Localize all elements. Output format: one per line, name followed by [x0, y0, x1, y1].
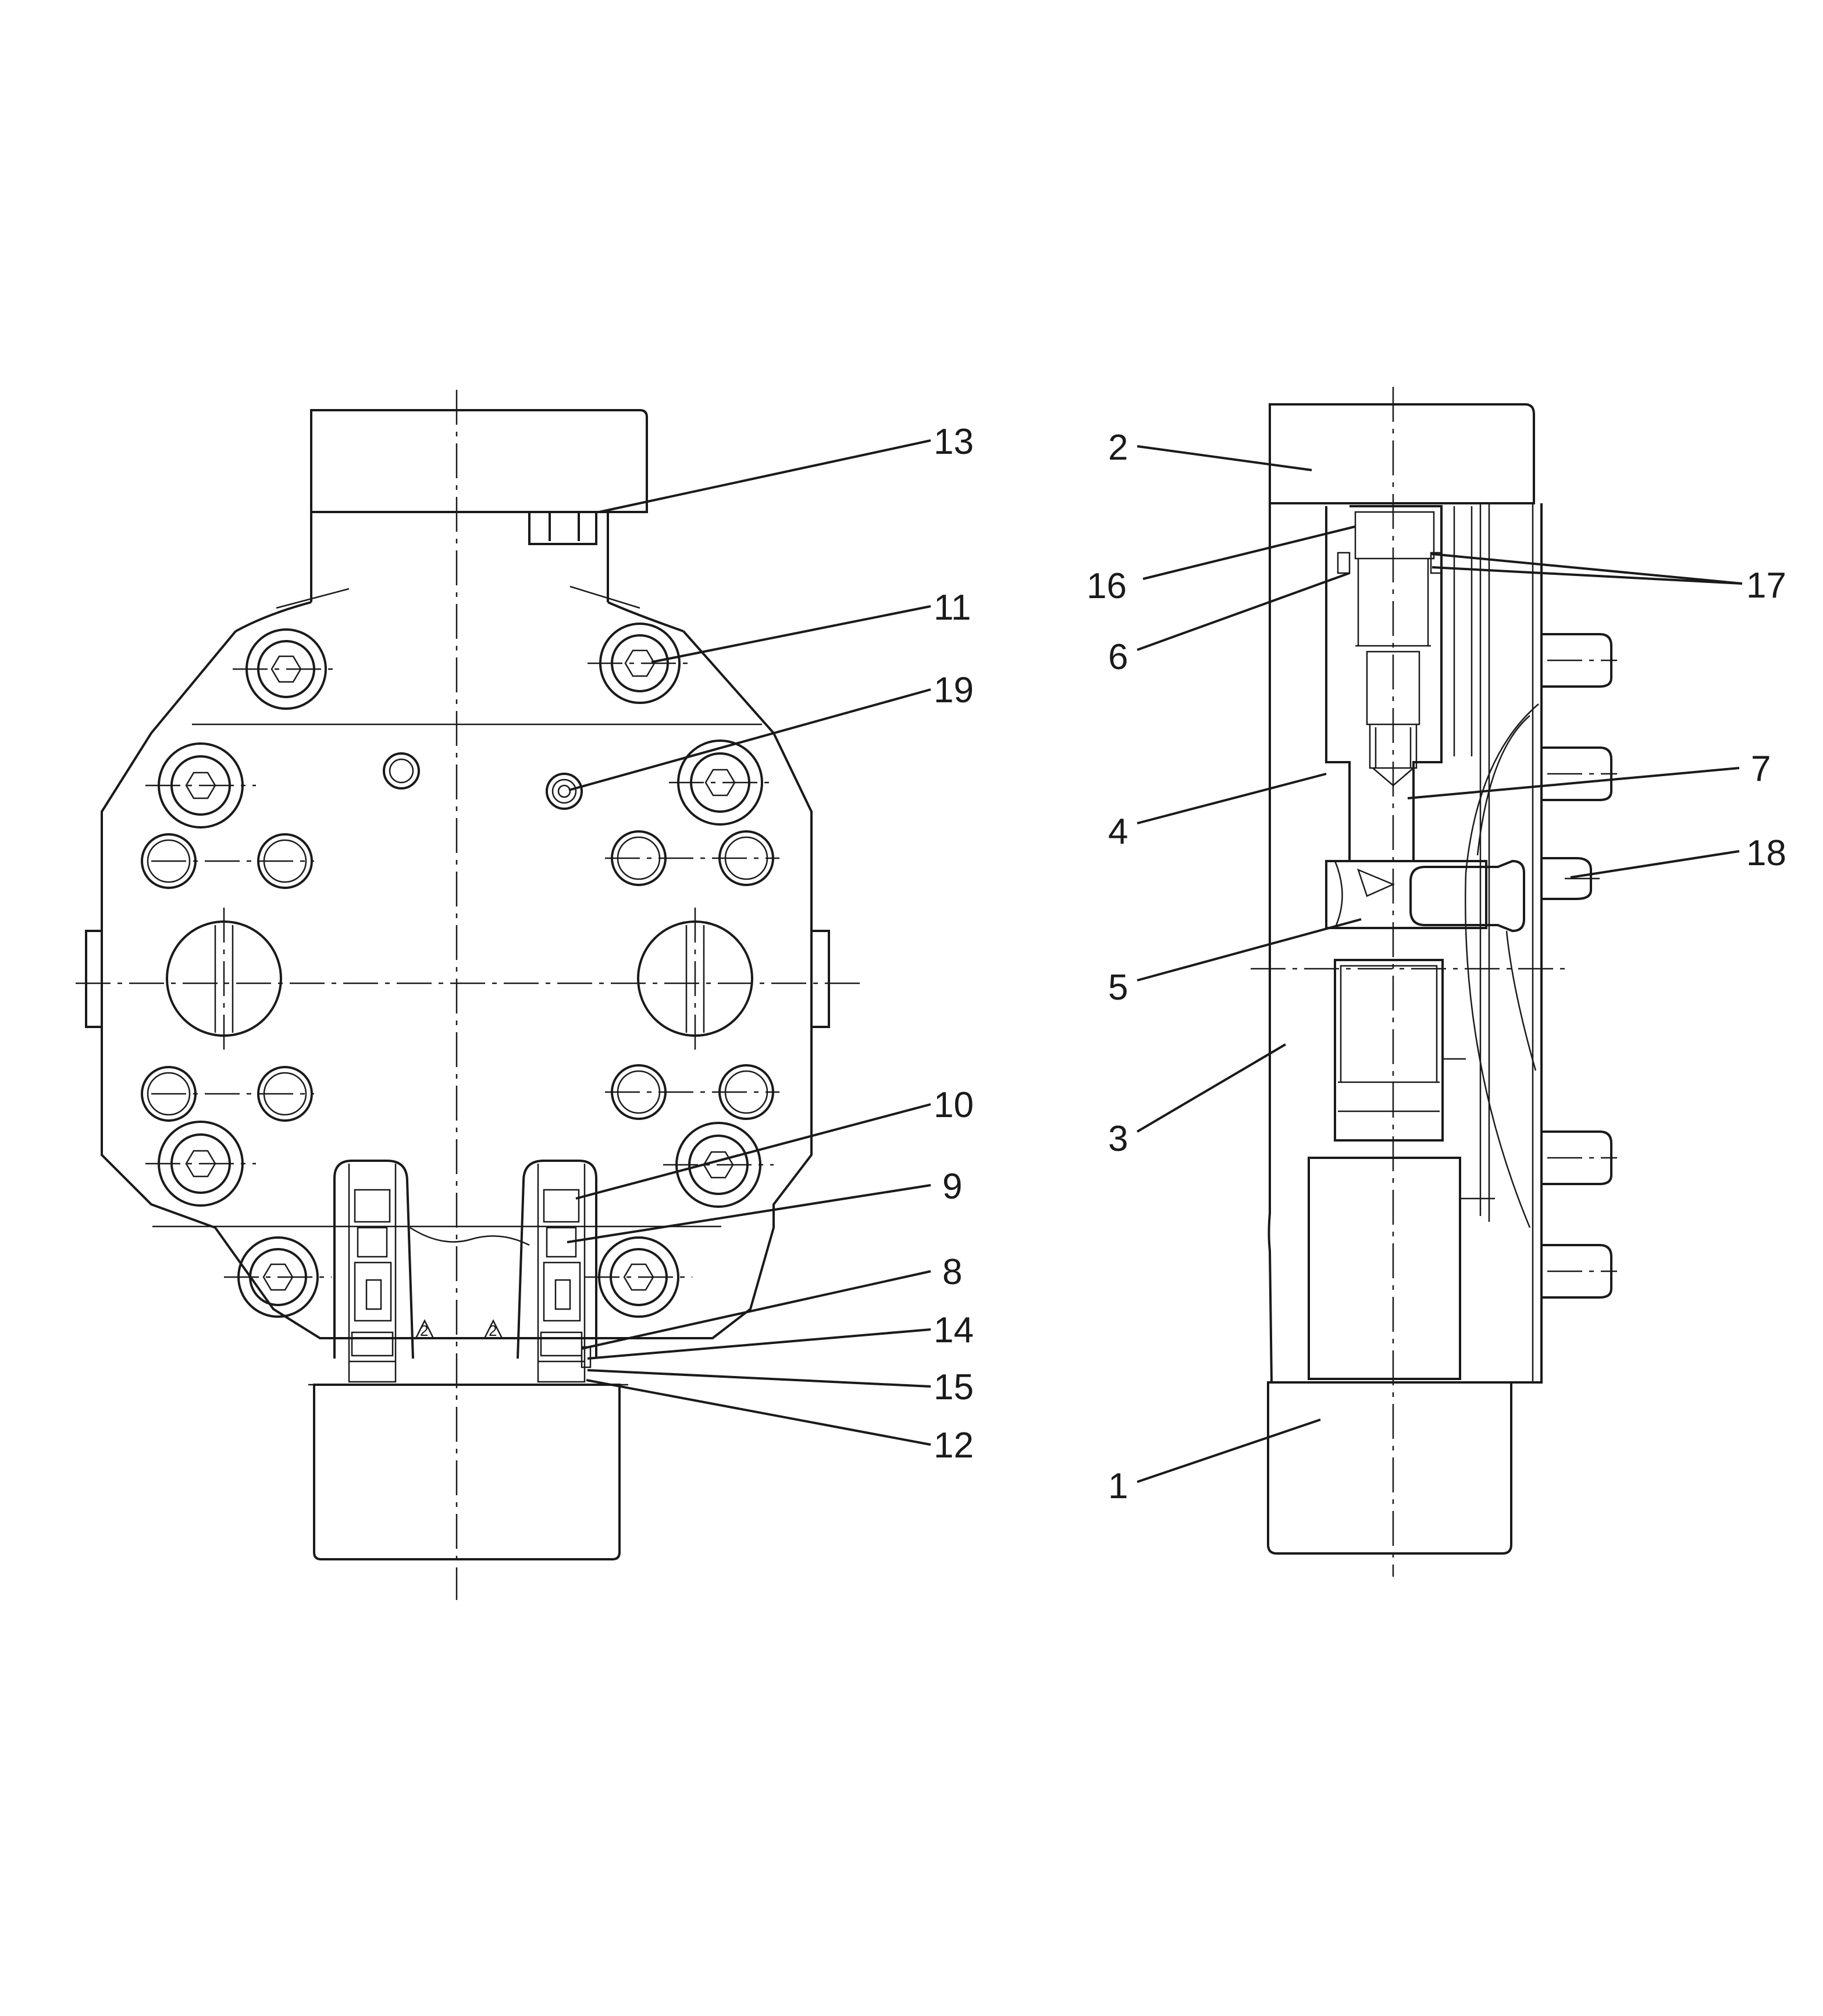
front-top-block	[310, 409, 648, 513]
cartridge-mark-right: 2	[489, 1322, 497, 1339]
callout-15: 15	[934, 1367, 974, 1407]
callout-1: 1	[1108, 1466, 1128, 1506]
callout-14: 14	[934, 1310, 974, 1350]
callout-6: 6	[1108, 637, 1128, 677]
side-main-body	[1267, 503, 1543, 1384]
callout-12: 12	[934, 1425, 974, 1466]
callout-4: 4	[1108, 812, 1128, 852]
callout-labels: 13 11 19 10 9 8 14 15 12 2 16 17 6 7 4 1…	[934, 422, 1786, 1506]
callout-7: 7	[1751, 749, 1771, 789]
callout-18: 18	[1746, 833, 1786, 873]
callout-19: 19	[934, 670, 974, 710]
callout-3: 3	[1108, 1119, 1128, 1159]
callout-5: 5	[1108, 968, 1128, 1008]
front-neck	[235, 512, 684, 632]
callout-9: 9	[942, 1167, 962, 1207]
front-valve-cartridges: 2 2	[333, 1160, 597, 1383]
front-bolt-heads	[158, 623, 763, 1318]
callout-8: 8	[942, 1252, 962, 1292]
callout-16: 16	[1087, 566, 1127, 606]
side-top-block	[1269, 403, 1535, 504]
callout-leaders	[567, 439, 1743, 1483]
side-section-view	[1251, 387, 1617, 1577]
front-view: 2 2	[76, 390, 861, 1600]
side-studs	[1541, 633, 1612, 1299]
callout-17: 17	[1746, 566, 1786, 606]
front-bottom-block	[313, 1384, 621, 1560]
callout-11: 11	[934, 588, 971, 628]
callout-10: 10	[934, 1085, 974, 1125]
callout-2: 2	[1108, 428, 1128, 468]
cartridge-mark-left: 2	[420, 1322, 428, 1339]
side-bottom-block	[1267, 1381, 1512, 1555]
callout-13: 13	[934, 422, 974, 462]
